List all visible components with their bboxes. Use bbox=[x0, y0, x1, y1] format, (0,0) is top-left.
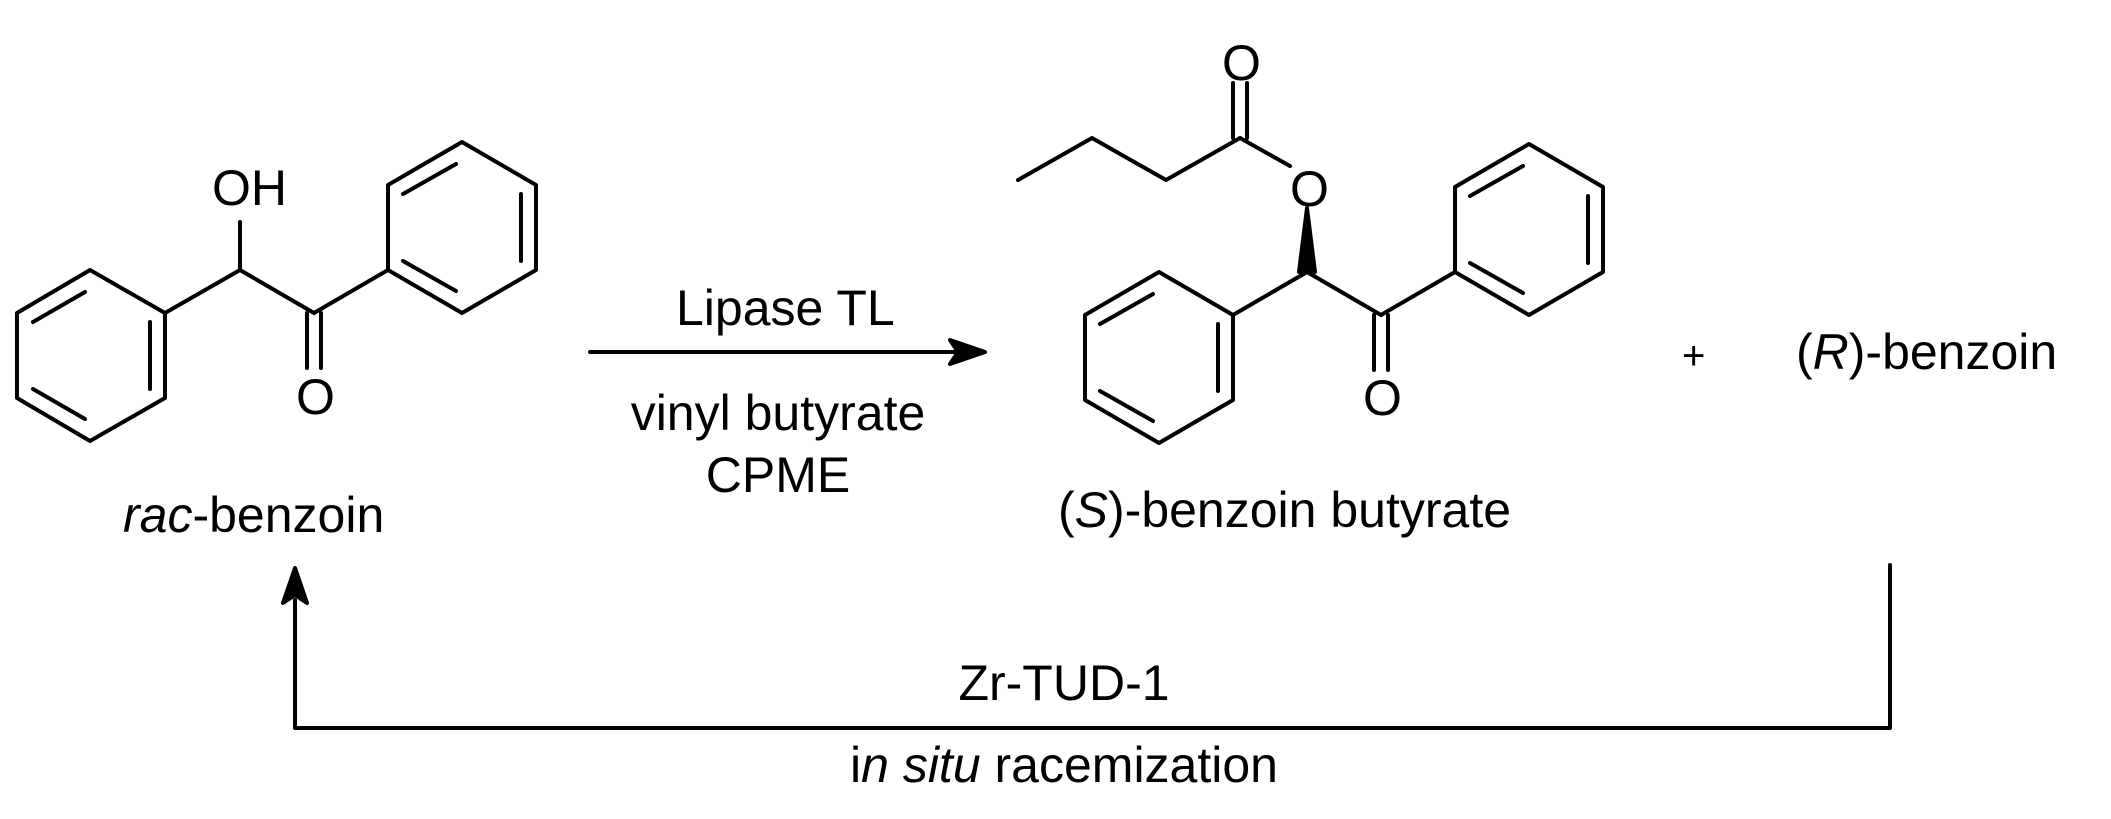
ketone-oxygen-label: O bbox=[1363, 370, 1402, 426]
s-benzoin-butyrate-structure bbox=[1016, 81, 1605, 445]
byproduct-name-open: ( bbox=[1796, 324, 1813, 380]
right-phenyl-ring bbox=[386, 140, 538, 315]
aromatic-bond bbox=[1468, 261, 1525, 295]
reactant-name: rac-benzoin bbox=[123, 490, 384, 540]
aromatic-bond bbox=[401, 162, 458, 196]
bond-calpha-to-carbonyl bbox=[238, 268, 316, 315]
racemization-desc-italic: n situ bbox=[861, 737, 981, 793]
product-name: (S)-benzoin butyrate bbox=[1058, 485, 1511, 535]
ester-carbonyl-oxygen-label: O bbox=[1222, 35, 1261, 91]
hydroxyl-label: OH bbox=[212, 160, 287, 216]
racemization-description: in situ racemization bbox=[850, 740, 1278, 790]
product-name-open: ( bbox=[1058, 482, 1075, 538]
reactant-carbonyl-oxygen-label: O bbox=[296, 369, 335, 425]
condition-enzyme: Lipase TL bbox=[676, 280, 895, 336]
byproduct-name-italic: R bbox=[1812, 324, 1849, 380]
butyl-chain bbox=[1016, 136, 1242, 182]
byproduct-name: (R)-benzoin bbox=[1796, 327, 2057, 377]
aromatic-bond bbox=[1468, 164, 1525, 198]
product-left-phenyl-ring bbox=[1083, 270, 1235, 445]
aromatic-bond bbox=[31, 290, 87, 324]
byproduct-name-rest: )-benzoin bbox=[1848, 324, 2058, 380]
product-right-phenyl-ring bbox=[1453, 142, 1605, 317]
aromatic-bond bbox=[1098, 389, 1155, 423]
bond-calpha-to-ring bbox=[1231, 270, 1309, 317]
aromatic-bond bbox=[31, 387, 87, 421]
racemization-desc-pre: i bbox=[850, 737, 862, 793]
ester-oxygen-label: O bbox=[1290, 161, 1329, 217]
aromatic-bond bbox=[1098, 292, 1155, 326]
reactant-name-rest: -benzoin bbox=[192, 487, 385, 543]
stereo-wedge-bond bbox=[1297, 206, 1317, 274]
bond-carbonyl-to-ester-oxygen bbox=[1238, 136, 1292, 168]
bond-carbonyl-to-ring bbox=[312, 268, 390, 315]
left-phenyl-ring bbox=[15, 268, 167, 443]
product-name-italic: S bbox=[1074, 482, 1109, 538]
bond-calpha-to-ketone bbox=[1305, 270, 1383, 317]
recycle-arrow-head bbox=[281, 566, 309, 605]
reaction-arrow-head bbox=[948, 338, 987, 366]
racemization-desc-rest: racemization bbox=[980, 737, 1278, 793]
aromatic-bond bbox=[401, 259, 458, 293]
plus-sign: + bbox=[1682, 334, 1706, 378]
bond-ketone-to-ring bbox=[1379, 270, 1457, 317]
condition-solvent: CPME bbox=[705, 447, 851, 503]
product-name-rest: )-benzoin butyrate bbox=[1108, 482, 1512, 538]
rac-benzoin-structure bbox=[15, 140, 538, 443]
racemization-catalyst: Zr-TUD-1 bbox=[958, 655, 1170, 711]
condition-acyl-donor: vinyl butyrate bbox=[630, 385, 926, 441]
reactant-name-italic: rac bbox=[123, 487, 193, 543]
recycle-loop-line bbox=[293, 563, 1892, 730]
bond-ring-to-calpha bbox=[163, 268, 242, 315]
